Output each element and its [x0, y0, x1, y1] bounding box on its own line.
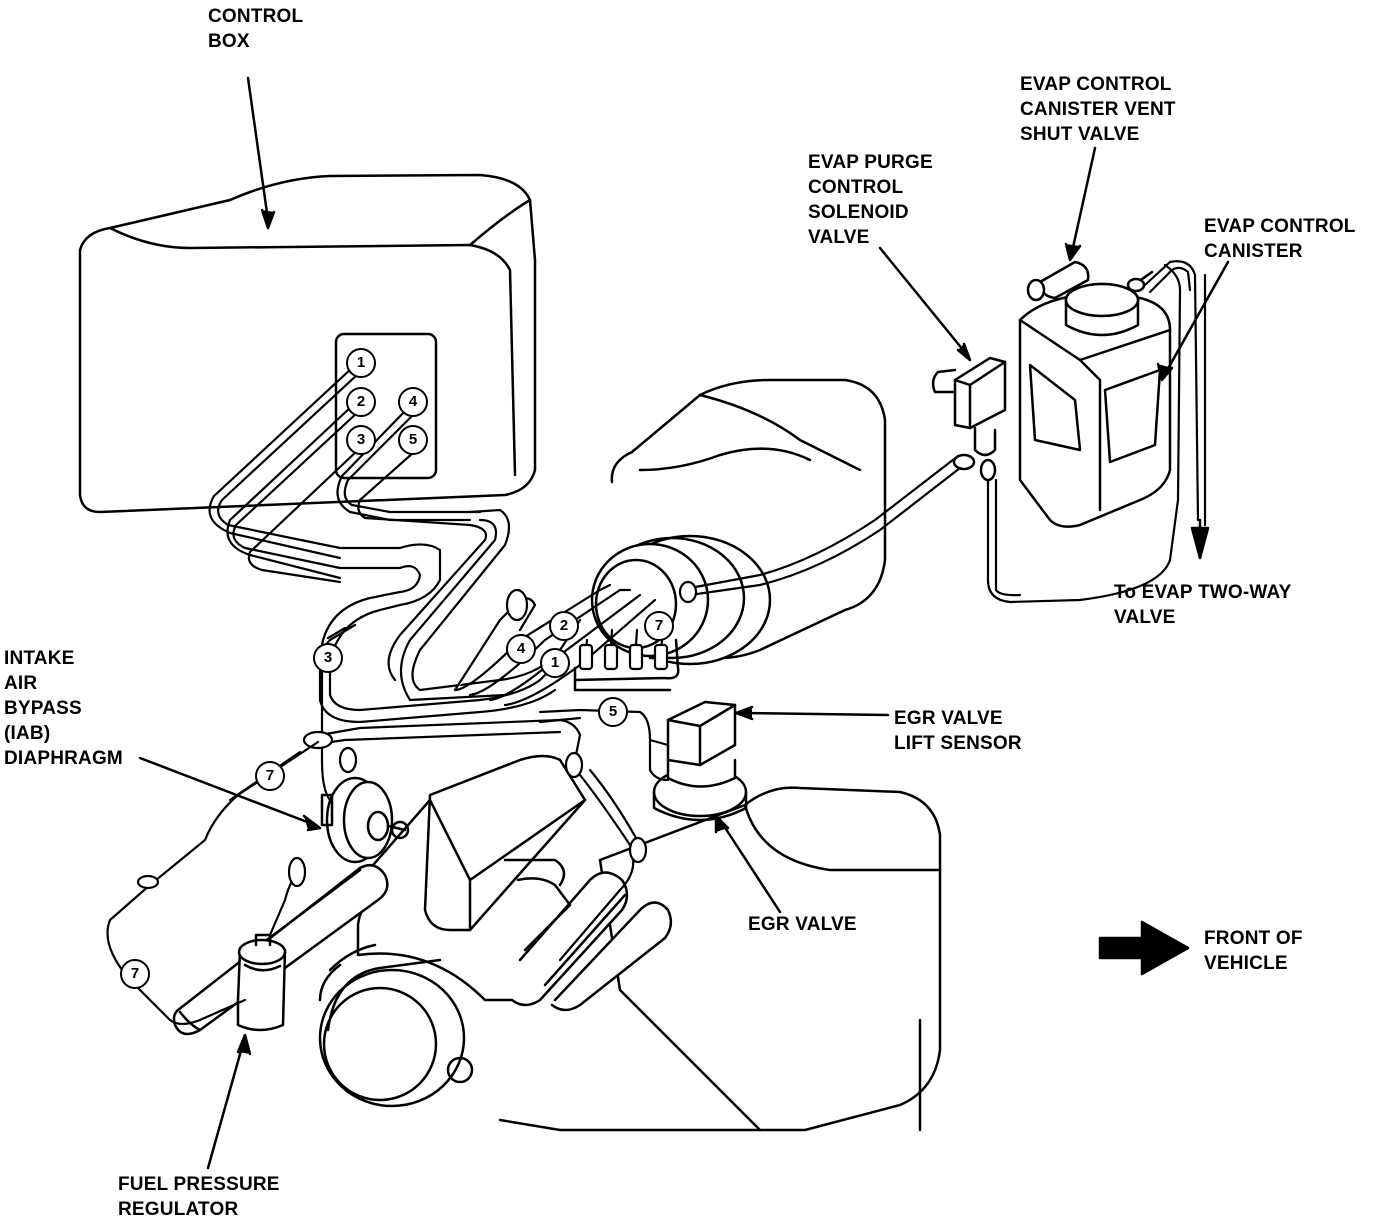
- port-2-circle: 2: [346, 387, 376, 417]
- hose-7-throttle-circle: 7: [644, 611, 674, 641]
- hose-3-circle: 3: [313, 643, 343, 673]
- port-3-circle: 3: [346, 425, 376, 455]
- control-box: [78, 173, 537, 514]
- evap-purge-solenoid: [931, 356, 1007, 482]
- port-1-circle: 1: [346, 348, 376, 378]
- egr-valve-label: EGR VALVE: [748, 914, 857, 935]
- egr-valve-assembly: [652, 700, 748, 822]
- hose-4-circle: 4: [506, 634, 536, 664]
- port-5-circle: 5: [398, 425, 428, 455]
- hose-7-upper-circle: 7: [255, 761, 285, 791]
- vacuum-hoses: [106, 260, 1207, 1026]
- front-of-vehicle-arrow: [1098, 920, 1190, 976]
- iab-diaphragm: [320, 776, 410, 864]
- fuel-pressure-regulator: [236, 933, 287, 1032]
- hose-7-lower-circle: 7: [120, 959, 150, 989]
- hose-2-circle: 2: [549, 611, 579, 641]
- hose-1-circle: 1: [540, 648, 570, 678]
- throttle-body-air-chamber: [573, 378, 887, 692]
- evap-canister: [1018, 260, 1172, 528]
- to-two-way-arrowhead: [1190, 526, 1210, 560]
- port-4-circle: 4: [398, 387, 428, 417]
- hose-5-circle: 5: [598, 697, 628, 727]
- leader-lines: [138, 76, 1230, 1170]
